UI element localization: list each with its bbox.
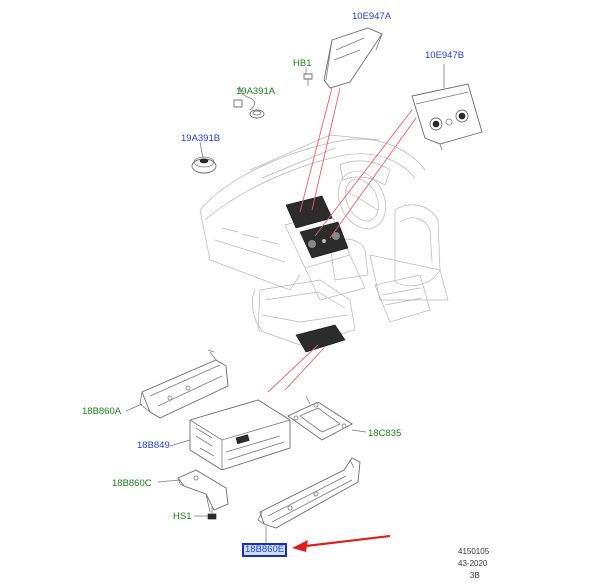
callout-19A391B[interactable]: 19A391B: [181, 133, 221, 144]
bracket-18B860E[interactable]: [257, 457, 361, 529]
footer-ref-line3: 3B: [470, 571, 480, 580]
display-module-10E947A[interactable]: [323, 27, 383, 89]
leader-lines: [267, 87, 417, 393]
module-18B849[interactable]: [189, 399, 291, 471]
bracket-18B860A[interactable]: [139, 349, 229, 419]
callout-HS1[interactable]: HS1: [173, 511, 192, 522]
footer-ref-line1: 4150105: [458, 547, 490, 556]
climate-control-panel-installed: [299, 221, 349, 259]
speaker-19A391B[interactable]: [191, 156, 217, 174]
module-under-seat: [295, 324, 346, 353]
panel-10E947B[interactable]: [411, 83, 483, 151]
callout-HB1[interactable]: HB1: [293, 58, 312, 69]
component-19A391A[interactable]: [233, 85, 265, 119]
centre-display-screen: [285, 195, 333, 229]
bolt-HB1[interactable]: [303, 73, 313, 86]
callout-18C835[interactable]: 18C835: [368, 428, 402, 439]
plate-18C835[interactable]: [287, 395, 353, 441]
callout-10E947B[interactable]: 10E947B: [425, 50, 465, 61]
callout-10E947A[interactable]: 10E947A: [352, 11, 392, 22]
callout-18B849[interactable]: 18B849: [137, 440, 170, 451]
callout-18B860A[interactable]: 18B860A: [82, 406, 122, 417]
callout-18B860E-selected[interactable]: 18B860E: [242, 543, 288, 557]
callout-19A391A[interactable]: 19A391A: [236, 86, 276, 97]
bracket-18B860C[interactable]: [177, 469, 229, 513]
highlight-arrow: [292, 534, 391, 552]
footer-ref-line2: 43-2020: [458, 559, 488, 568]
callout-leaders: [125, 64, 445, 548]
callout-18B860C[interactable]: 18B860C: [112, 478, 152, 489]
screw-HS1[interactable]: [207, 506, 217, 520]
